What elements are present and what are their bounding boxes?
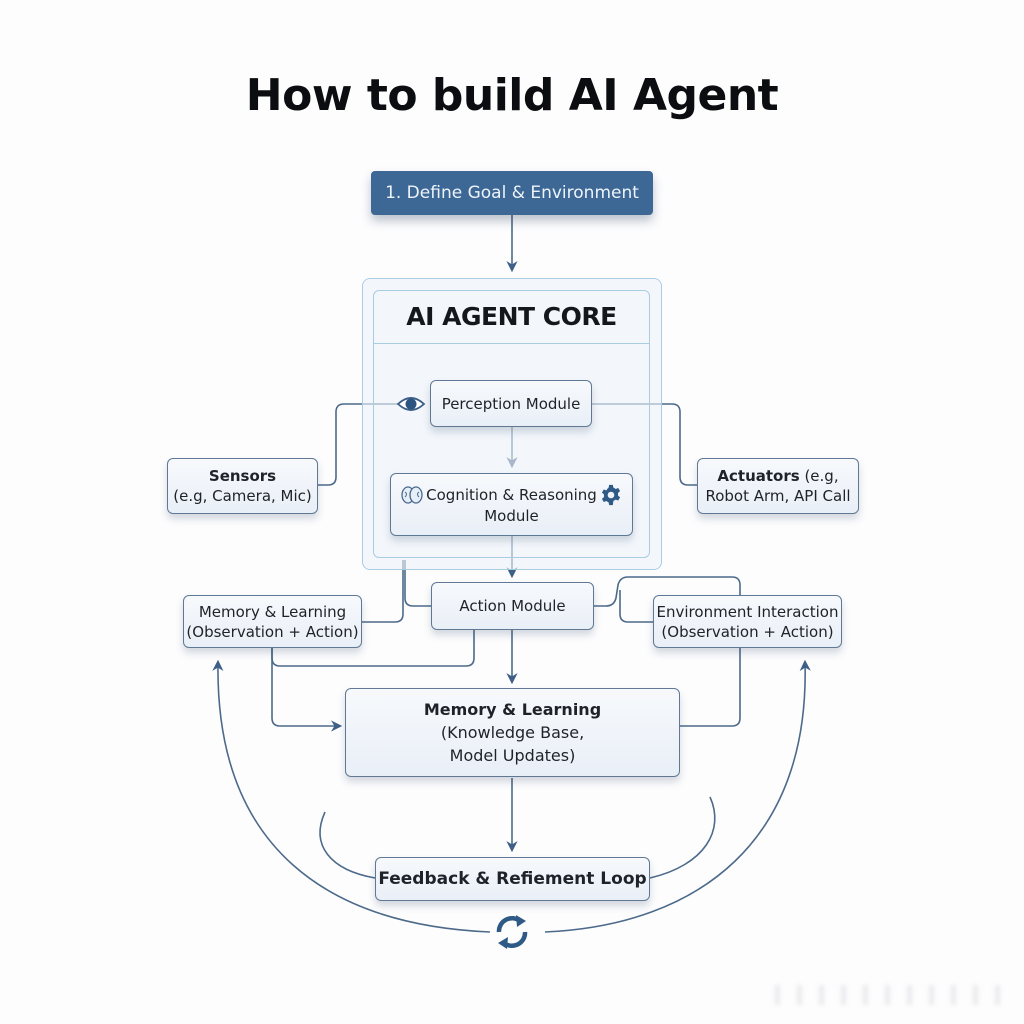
connector-core-to-action	[404, 560, 431, 607]
connector-env-to-memory	[680, 648, 741, 727]
connector-sensors-to-perception	[318, 403, 398, 486]
perception-module-label: Perception Module	[441, 394, 581, 413]
action-module-label: Action Module	[459, 597, 566, 615]
refresh-cycle-icon	[490, 912, 534, 952]
memory-learning-line2: (Knowledge Base,	[440, 723, 585, 742]
cognition-module-label-line1: Cognition & Reasoning	[426, 485, 597, 504]
memory-learning-box: Memory & Learning (Knowledge Base, Model…	[345, 688, 680, 777]
memory-learning-line3: Model Updates)	[449, 746, 576, 765]
sensors-subtitle: (e.g, Camera, Mic)	[173, 487, 312, 505]
page-title: How to build AI Agent	[245, 70, 779, 121]
brain-icon	[401, 485, 423, 505]
eye-icon	[396, 394, 426, 414]
sensors-title: Sensors	[208, 467, 277, 485]
environment-interaction-line2: (Observation + Action)	[661, 622, 834, 641]
feedback-outer-arc-right	[544, 659, 811, 933]
connector-action-to-env	[594, 576, 741, 607]
feedback-inner-arc-left	[319, 811, 376, 879]
action-module-box: Action Module	[431, 582, 594, 630]
connector-memory-obs-to-core	[362, 560, 404, 623]
actuators-box: Actuators (e.g, Robot Arm, API Call	[697, 458, 859, 514]
sensors-box: Sensors (e.g, Camera, Mic)	[167, 458, 318, 514]
feedback-loop-label: Feedback & Refiement Loop	[378, 869, 647, 889]
actuators-title: Actuators	[717, 467, 800, 485]
feedback-inner-arc-right	[649, 796, 716, 879]
perception-module-box: Perception Module	[430, 380, 592, 427]
actuators-subtitle: Robot Arm, API Call	[705, 487, 851, 505]
cognition-module-box: Cognition & Reasoning Module	[390, 473, 633, 536]
feedback-loop-box: Feedback & Refiement Loop	[375, 857, 650, 901]
environment-interaction-line1: Environment Interaction	[656, 602, 839, 621]
memory-observation-line2: (Observation + Action)	[186, 622, 359, 641]
memory-observation-box: Memory & Learning (Observation + Action)	[183, 595, 362, 648]
cognition-module-label-line2: Module	[484, 506, 539, 525]
actuators-title-suffix: (e.g,	[799, 467, 839, 485]
define-goal-label: 1. Define Goal & Environment	[385, 183, 639, 203]
watermark	[775, 985, 1015, 1005]
agent-core-title: AI AGENT CORE	[373, 290, 650, 344]
connector-memory-obs-to-memory	[271, 648, 343, 732]
agent-core-inner-frame	[373, 290, 650, 558]
memory-observation-line1: Memory & Learning	[198, 602, 347, 621]
define-goal-box: 1. Define Goal & Environment	[371, 171, 653, 215]
connector-env-loop-left	[619, 590, 654, 623]
memory-learning-title: Memory & Learning	[423, 700, 602, 719]
feedback-outer-arc-left	[212, 659, 491, 933]
connector-perception-to-actuators	[592, 403, 697, 486]
gear-icon	[600, 484, 622, 506]
environment-interaction-box: Environment Interaction (Observation + A…	[653, 595, 842, 648]
